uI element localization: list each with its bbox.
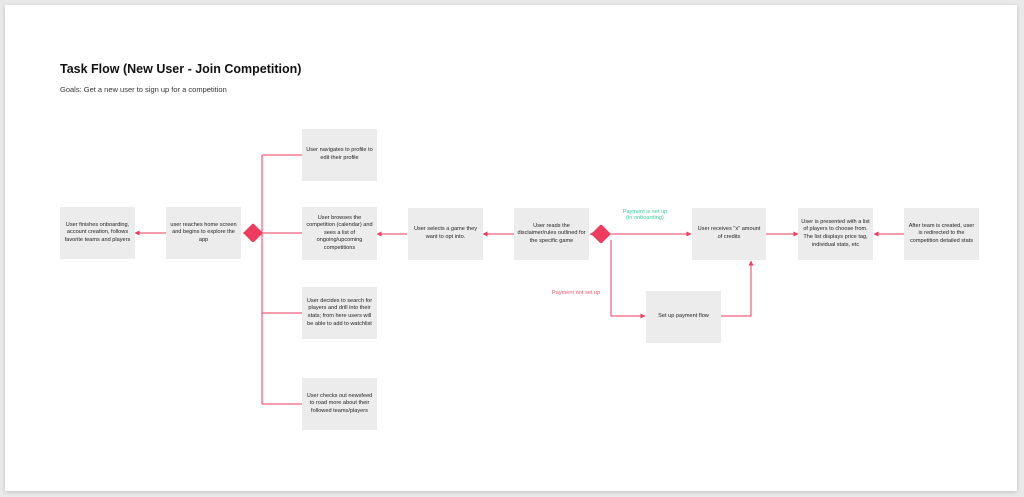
node-finish-onboarding: User finishes onboarding, account creati… <box>60 207 135 259</box>
edge-payment-credits <box>721 260 754 317</box>
label-payment-set-up: Payment is set up (in onboarding) <box>622 209 668 221</box>
node-browse-competition: User browses the competition (calendar) … <box>302 207 377 260</box>
node-payment-flow: Set up payment flow <box>646 291 721 343</box>
node-redirect-stats: After team is created, user is redirecte… <box>904 208 979 260</box>
node-search-players: User decides to search for players and d… <box>302 287 377 339</box>
node-edit-profile: User navigates to profile to edit their … <box>302 129 377 181</box>
node-select-game: User selects a game they want to opt int… <box>408 208 483 260</box>
node-read-rules: User reads the disclaimer/rules outlined… <box>514 208 589 260</box>
node-receive-credits: User receives "x" amount of credits <box>692 208 766 260</box>
node-newsfeed: User checks out newsfeed to road more ab… <box>302 378 377 430</box>
label-payment-not-set-up: Payment not set up <box>552 290 601 296</box>
edge-diamond2-payment <box>610 240 646 319</box>
page-title: Task Flow (New User - Join Competition) <box>60 62 302 76</box>
node-home-screen: user reaches home screen and begins to e… <box>166 207 241 259</box>
goals-text: Goals: Get a new user to sign up for a c… <box>60 85 227 94</box>
node-choose-players: User is presented with a list of players… <box>798 208 873 260</box>
